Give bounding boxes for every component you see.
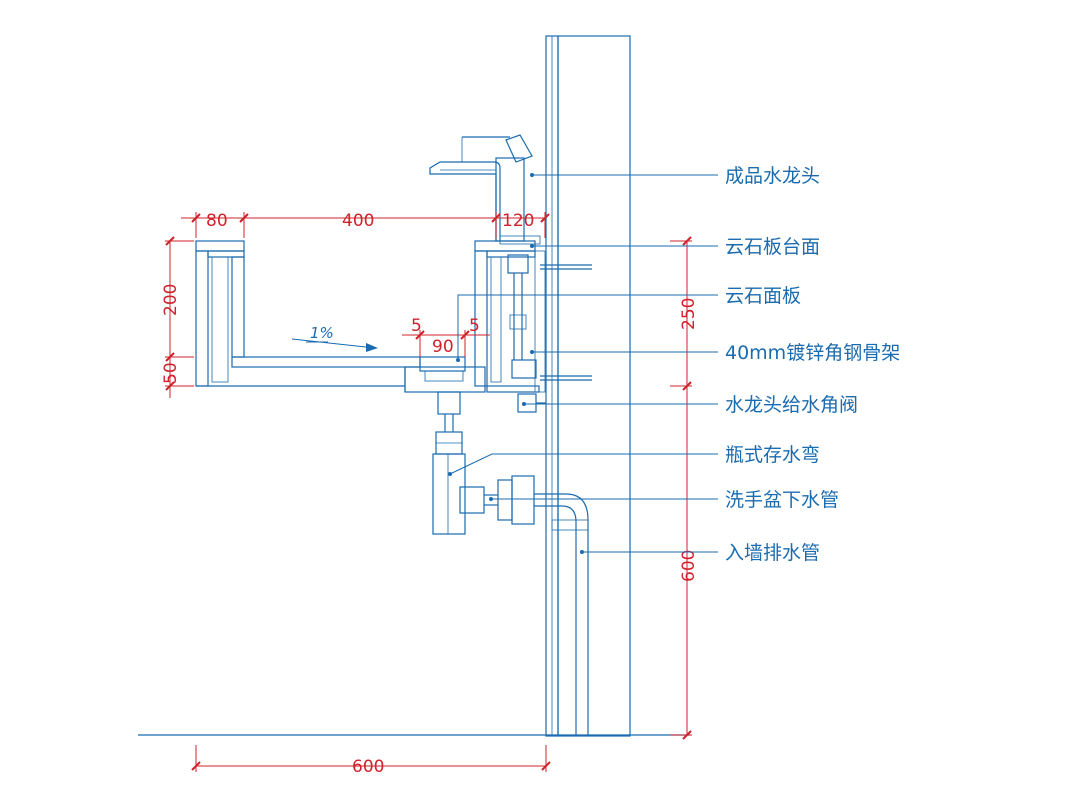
label-marble-countertop: 云石板台面 [725,236,820,258]
dim-600-right: 600 [679,550,699,582]
label-steel-frame: 40mm镀锌角钢骨架 [725,342,900,364]
label-bottle-trap: 瓶式存水弯 [725,444,820,466]
dim-50: 50 [161,362,181,384]
supply-pipe [507,254,592,413]
dim-600-bottom: 600 [352,757,384,777]
label-wall-drain: 入墙排水管 [725,542,820,564]
label-faucet: 成品水龙头 [725,165,820,187]
vanity-section [195,240,546,393]
dim-400: 400 [342,211,374,231]
label-marble-panel: 云石面板 [725,285,801,307]
dim-80: 80 [206,211,228,231]
leaders [448,173,718,554]
wall-drain-pipe [551,493,589,736]
dimension-lines [165,212,692,772]
dim-5a: 5 [411,316,422,336]
faucet [429,134,541,245]
dim-120: 120 [502,211,534,231]
slope-indicator: 1% [291,324,378,352]
dim-90: 90 [432,337,454,357]
bottle-trap [432,391,552,535]
dim-250: 250 [679,298,699,330]
wall [545,35,631,737]
slope-label: 1% [310,324,334,342]
label-angle-valve: 水龙头给水角阀 [725,394,858,416]
dim-200: 200 [161,284,181,316]
dim-5b: 5 [469,316,480,336]
label-basin-drain: 洗手盆下水管 [725,489,839,511]
